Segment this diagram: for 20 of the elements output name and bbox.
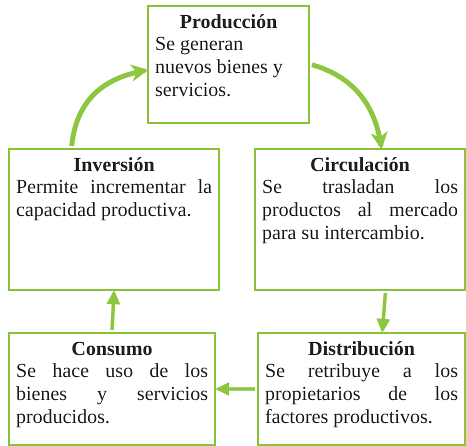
box-description: Se trasladan los productos al mercado para su intercambio. <box>262 176 458 245</box>
box-title: Inversión <box>72 154 156 176</box>
process-box <box>257 332 466 446</box>
box-description: Permite incrementar la capacidad productiva. <box>16 176 212 222</box>
box-description: Se hace uso de los bienes y servicios producidos. <box>16 360 208 429</box>
box-title: Producción <box>178 11 278 33</box>
box-title: Consumo <box>70 338 154 360</box>
arrow <box>69 64 148 146</box>
box-description: Se generan nuevos bienes y servicios. <box>155 33 284 102</box>
arrow <box>106 290 120 330</box>
arrow <box>311 62 388 150</box>
process-box <box>147 5 310 124</box>
process-box <box>8 332 216 446</box>
box-description: Se retribuye a los propietarios de los factores productivos. <box>265 360 458 429</box>
arrow <box>215 382 255 396</box>
process-box <box>254 148 466 291</box>
arrow <box>376 292 390 333</box>
box-title: Distribución <box>307 338 416 360</box>
process-box <box>8 148 220 291</box>
box-title: Circulación <box>309 154 411 176</box>
